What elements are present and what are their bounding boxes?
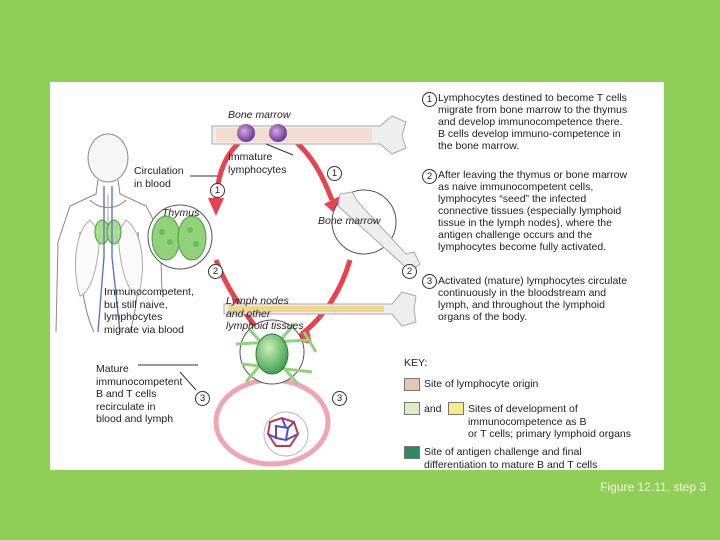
blood-vessels [97,186,121,333]
label-leader [179,371,197,391]
step-2-number: 2 [422,169,437,184]
key-swatch-development-yellow [448,402,464,415]
step-1-number: 1 [422,92,437,107]
label-thymus: Thymus [162,207,200,219]
key-challenge-label: Site of antigen challenge and final diff… [424,446,598,471]
lungs [74,194,143,297]
key-development-label: Sites of development of immunocompetence… [468,403,632,440]
step-3-text: Activated (mature) lymphocytes circulate… [438,275,628,323]
body-thymus-mark [94,219,122,245]
figure-caption: Figure 12.11, step 3 [600,480,706,494]
long-bone [223,291,417,327]
step-2-text: After leaving the thymus or bone marrow … [438,169,628,253]
callout-step-2: 2 [208,264,223,279]
label-immunocompetent: Immunocompetent, but still naive, lympho… [104,286,194,336]
label-immature-lymphocytes: Immature lymphocytes [228,151,287,176]
key-title: KEY: [404,357,428,369]
callout-step-3: 3 [332,391,347,406]
step-1-text: Lymphocytes destined to become T cells m… [438,92,628,152]
key-and-label: and [424,403,442,415]
label-circulation-in-blood: Circulation in blood [134,165,184,190]
label-bone-marrow-mid: Bone marrow [318,215,381,227]
key-swatch-challenge [404,446,420,459]
callout-step-3: 3 [195,391,210,406]
callout-step-1: 1 [210,183,225,198]
step-3-number: 3 [422,274,437,289]
immature-lymphocyte [237,124,255,142]
key-swatch-development-green [404,402,420,415]
bone-marrow-bone-top [211,115,407,155]
label-leader [265,143,294,156]
key-origin-label: Site of lymphocyte origin [424,378,539,390]
lymph-node [255,333,289,375]
label-mature-cells: Mature immunocompetent B and T cells rec… [96,363,183,425]
key-swatch-origin [404,378,420,391]
label-bone-marrow-top: Bone marrow [228,109,291,121]
label-lymph-nodes: Lymph nodes and other lymphoid tissues [226,295,304,332]
callout-step-2: 2 [402,264,417,279]
figure-panel: 1 1 2 2 3 3 Bone marrow Immature lymphoc… [50,82,664,471]
capillary-network [263,411,309,457]
callout-step-1: 1 [327,166,342,181]
thymus-organ [151,215,207,261]
lymphocyte-diagram-art [55,115,421,467]
immature-lymphocyte [269,124,287,142]
